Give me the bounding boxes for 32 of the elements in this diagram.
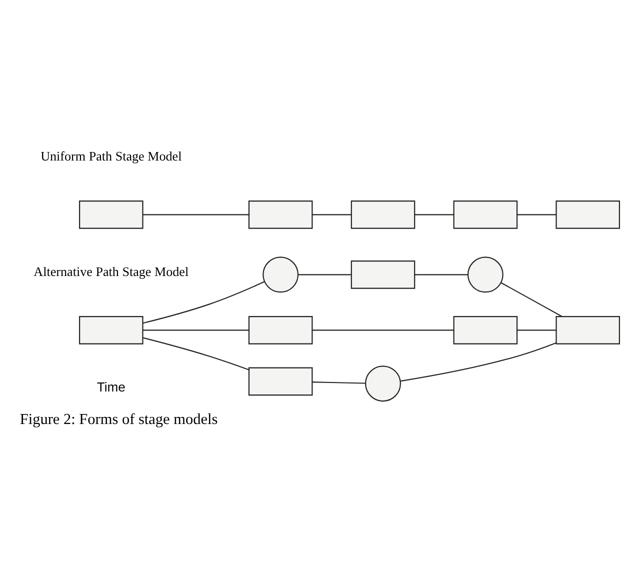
node-box: [350, 260, 416, 288]
node-box: [248, 316, 313, 344]
connector: [312, 214, 352, 215]
label: Time: [96, 378, 126, 394]
node-box: [453, 316, 518, 344]
connector: [142, 280, 264, 324]
node-box: [556, 200, 620, 228]
connector: [414, 274, 468, 275]
connector: [414, 214, 454, 215]
connector: [142, 214, 249, 215]
connector: [298, 274, 352, 275]
node-circle: [262, 256, 299, 292]
node-box: [453, 200, 518, 228]
label: Uniform Path Stage Model: [40, 148, 182, 163]
caption: Figure 2: Forms of stage models: [20, 410, 218, 428]
connector: [517, 329, 556, 330]
node-box: [248, 366, 313, 396]
label: Alternative Path Stage Model: [34, 263, 189, 278]
node-circle: [467, 256, 504, 292]
node-box: [248, 200, 313, 228]
node-box: [556, 316, 620, 344]
node-box: [350, 200, 416, 228]
connector: [312, 381, 366, 384]
connector: [501, 282, 562, 317]
connector: [143, 336, 249, 370]
connector: [142, 329, 249, 330]
connector: [312, 329, 454, 330]
node-box: [79, 316, 144, 344]
node-box: [79, 200, 144, 228]
connector: [517, 214, 556, 215]
node-circle: [365, 365, 401, 402]
connector: [400, 342, 556, 382]
